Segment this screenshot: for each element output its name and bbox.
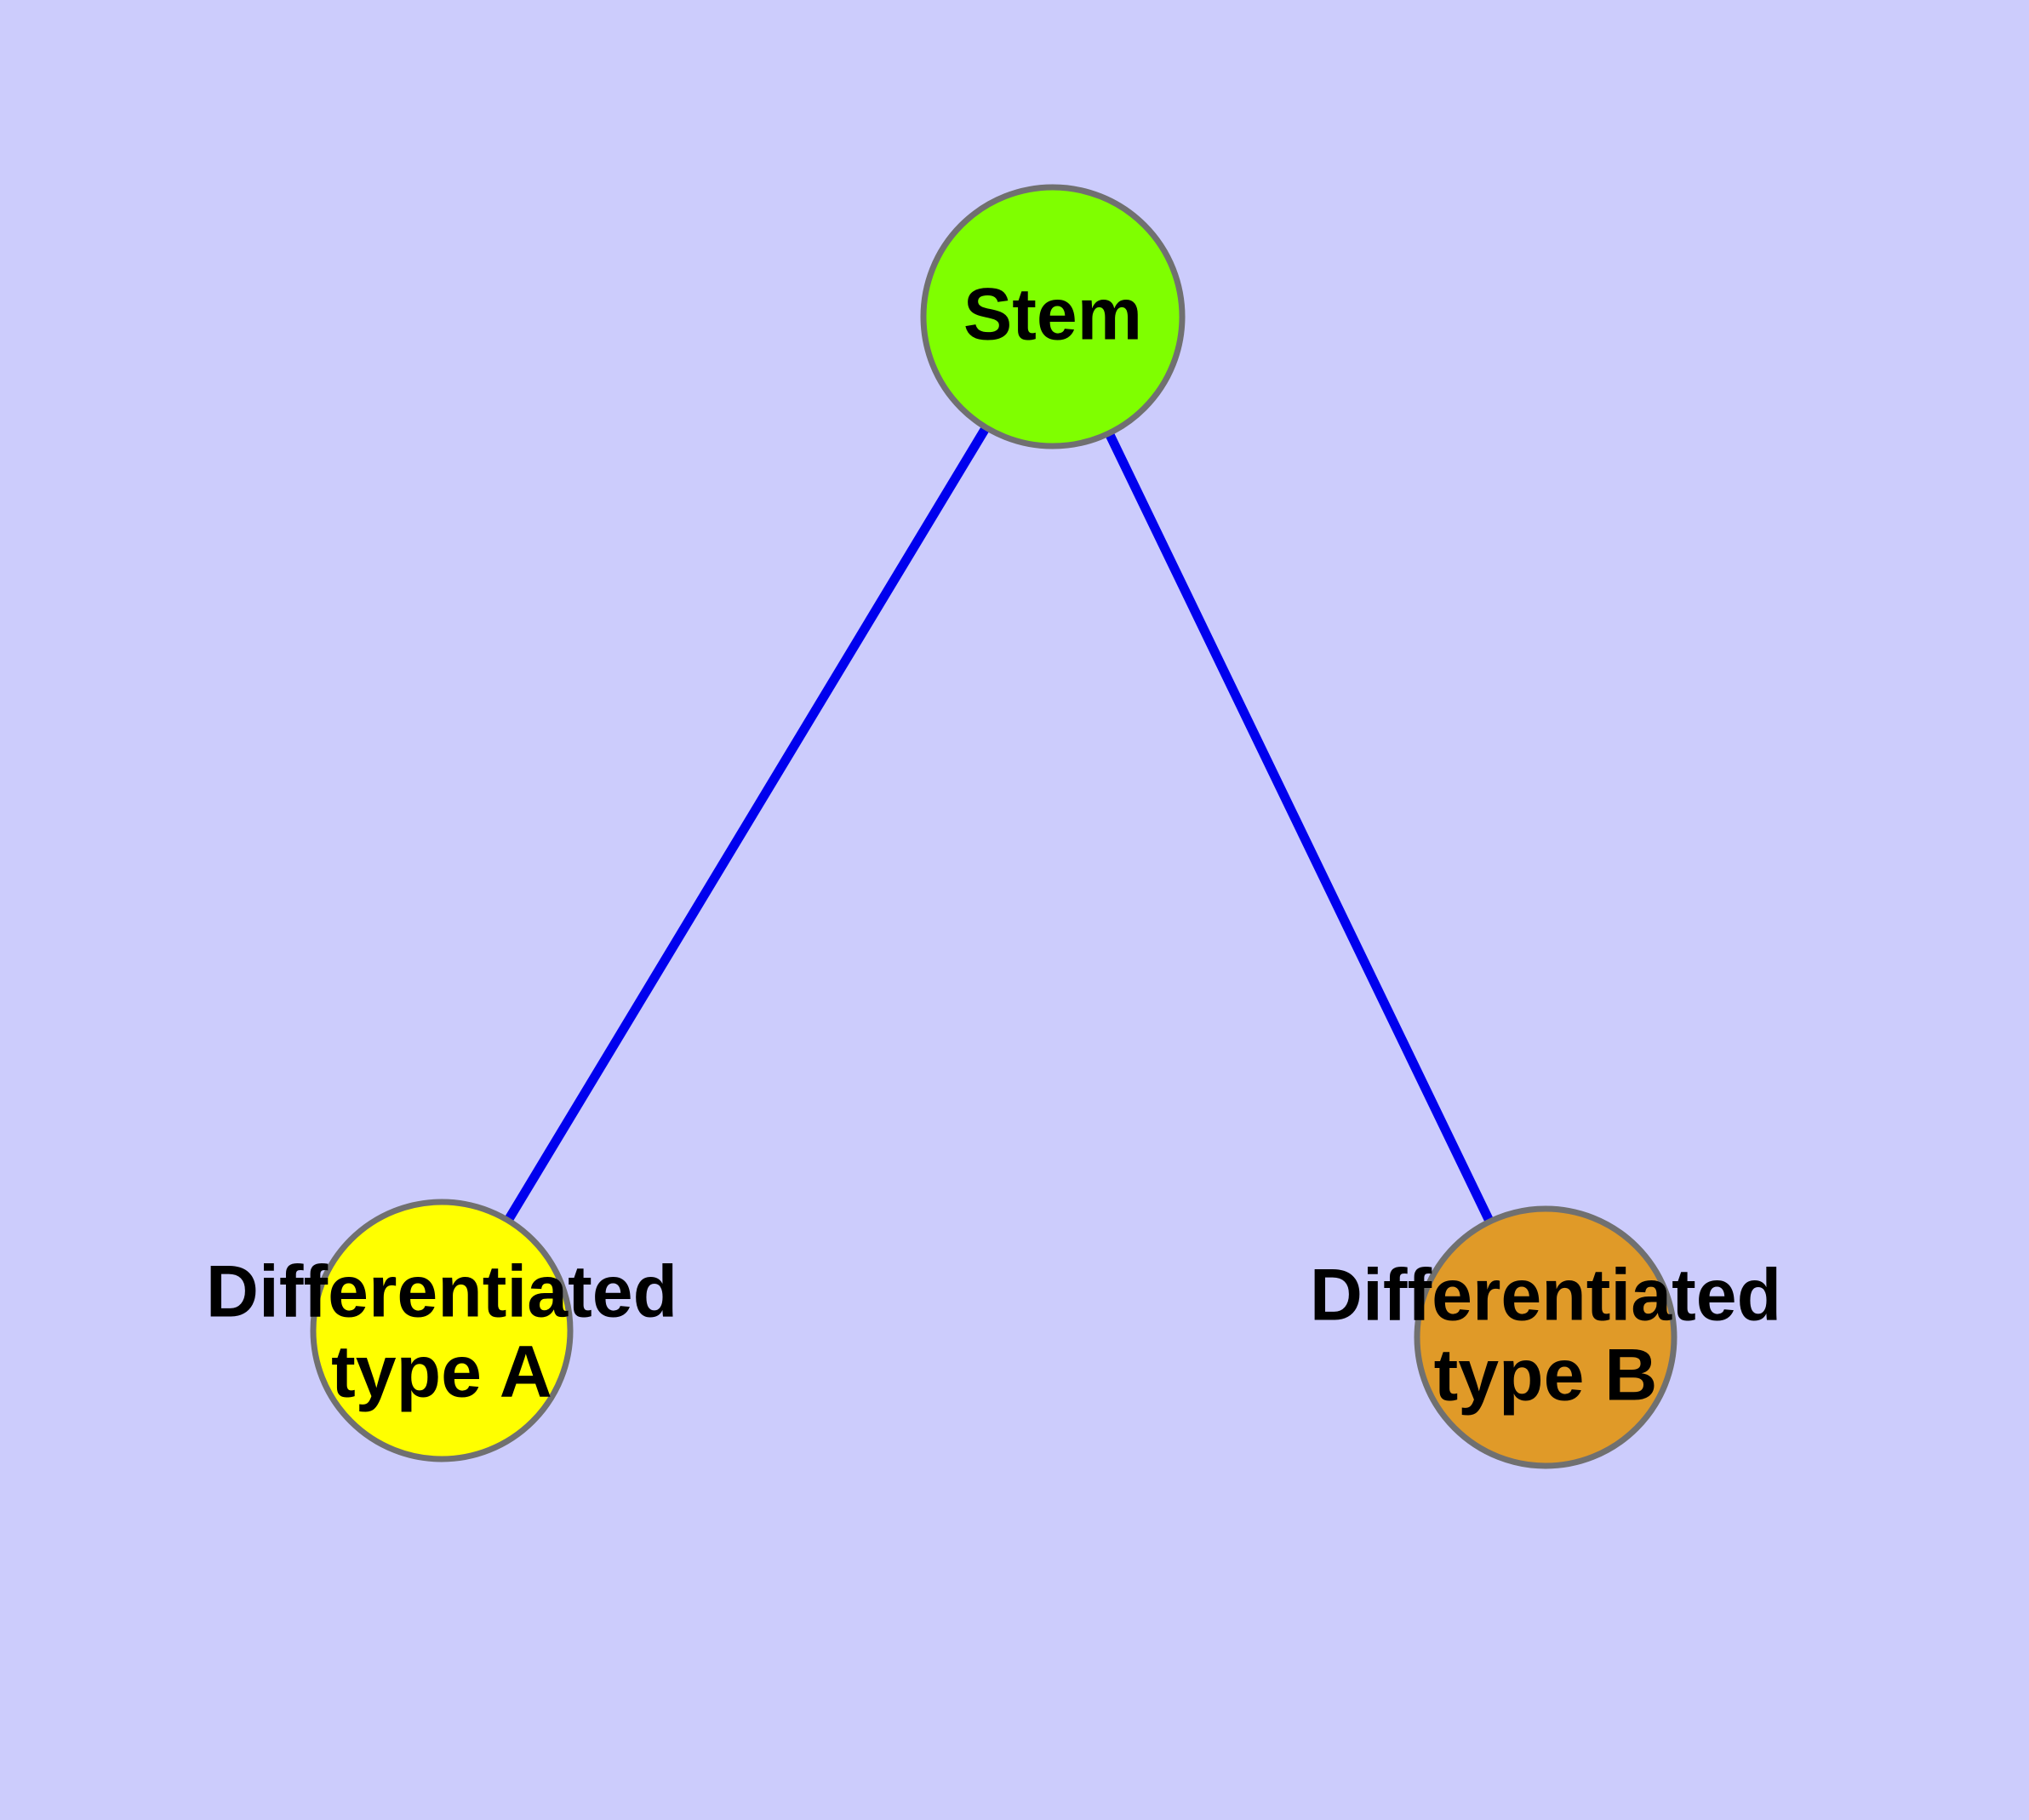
node-stem[interactable] [920,184,1186,449]
edge-stem-to-differentiated-type-b[interactable] [1104,429,1495,1226]
node-differentiated-type-b-label-line1: Differentiated [1310,1255,1781,1336]
node-differentiated-type-a-circle[interactable] [310,1199,574,1462]
node-stem-circle[interactable] [920,184,1186,449]
labels-layer: Stem Differentiated type A Differentiate… [206,274,1781,1417]
nodes-layer [310,184,1677,1469]
node-differentiated-type-b-circle[interactable] [1414,1205,1677,1469]
edges-layer [503,423,1495,1226]
node-stem-label: Stem [963,274,1142,356]
node-differentiated-type-b[interactable] [1414,1205,1677,1469]
node-differentiated-type-b-label-line2: type B [1434,1335,1658,1417]
node-differentiated-type-a-label-line1: Differentiated [206,1251,677,1333]
node-differentiated-type-a[interactable] [310,1199,574,1462]
node-differentiated-type-a-label-line2: type A [331,1331,552,1413]
edge-stem-to-differentiated-type-a[interactable] [503,423,992,1225]
